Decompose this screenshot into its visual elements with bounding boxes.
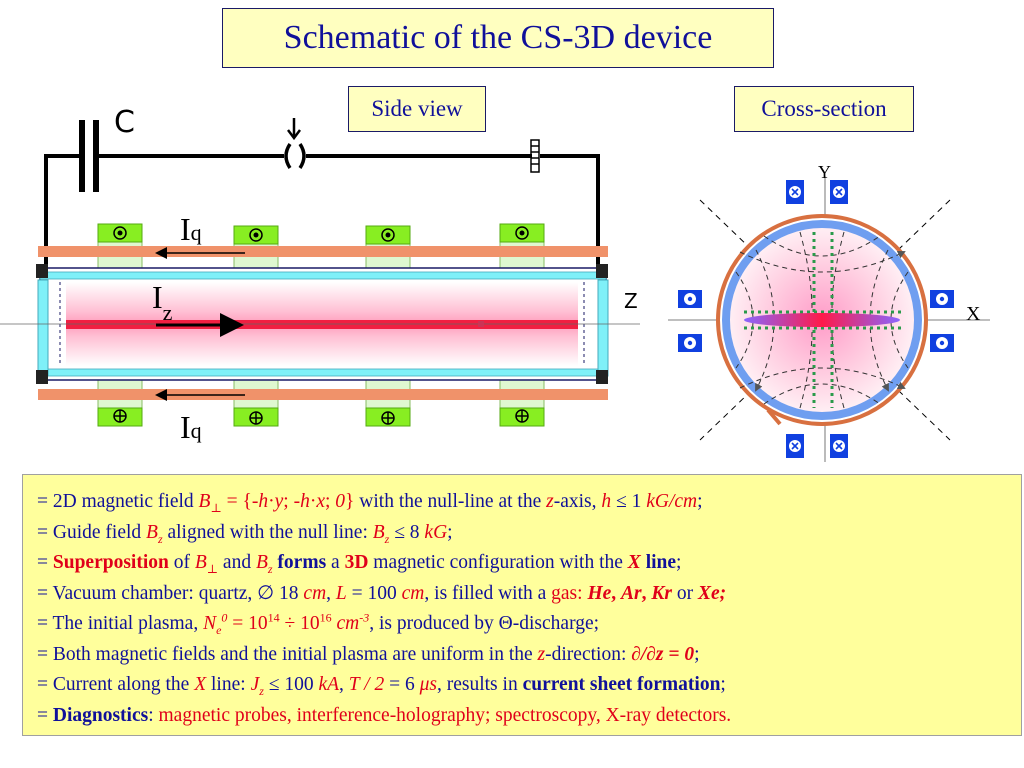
description-line-2: = Guide field Bz aligned with the null l… — [37, 521, 453, 546]
conductor-boxes — [678, 180, 954, 458]
upper-conductor — [38, 246, 608, 257]
description-line-5: = The initial plasma, Ne0 = 1014 ÷ 1016 … — [37, 610, 600, 637]
probe-marker — [478, 321, 484, 327]
coil-grid — [744, 232, 904, 408]
iq-top-label: Iq — [180, 211, 202, 247]
probe-stub — [766, 408, 782, 426]
description-line-8: = Diagnostics: magnetic probes, interfer… — [37, 704, 732, 726]
separatrix-lines — [699, 199, 951, 441]
inductor-coil — [530, 139, 540, 173]
description-panel: = 2D magnetic field B⊥ = {-h·y; -h·x; 0}… — [22, 474, 1022, 736]
description-line-4: = Vacuum chamber: quartz, ∅ 18 cm, L = 1… — [37, 582, 727, 604]
cross-section: Y X — [668, 162, 990, 462]
electrodes — [36, 264, 608, 384]
current-sheet — [744, 313, 900, 327]
device-schematic: C — [0, 105, 990, 462]
page-title: Schematic of the CS-3D device — [222, 8, 774, 68]
description-line-1: = 2D magnetic field B⊥ = {-h·y; -h·x; 0}… — [37, 491, 703, 515]
capacitor — [79, 120, 99, 192]
description-line-3: = Superposition of B⊥ and Bz forms a 3D … — [37, 552, 682, 576]
side-view-label: Side view — [348, 86, 486, 132]
spark-gap-switch — [284, 118, 306, 169]
iz-label: Iz — [152, 279, 173, 325]
side-view: C — [0, 105, 640, 445]
cross-section-label: Cross-section — [734, 86, 914, 132]
capacitor-label: C — [114, 105, 135, 140]
description-line-6: = Both magnetic fields and the initial p… — [37, 643, 700, 665]
circuit-wire — [44, 154, 600, 270]
x-axis-label: X — [966, 303, 981, 325]
current-sheet-core — [66, 320, 578, 329]
description-line-7: = Current along the X line: Jz ≤ 100 kA,… — [37, 674, 726, 698]
iq-bottom-label: Iq — [180, 409, 202, 445]
lower-coil-blocks — [97, 379, 545, 427]
y-axis-label: Y — [818, 162, 831, 182]
z-axis-label: Z — [624, 289, 638, 313]
lower-conductor — [38, 389, 608, 400]
